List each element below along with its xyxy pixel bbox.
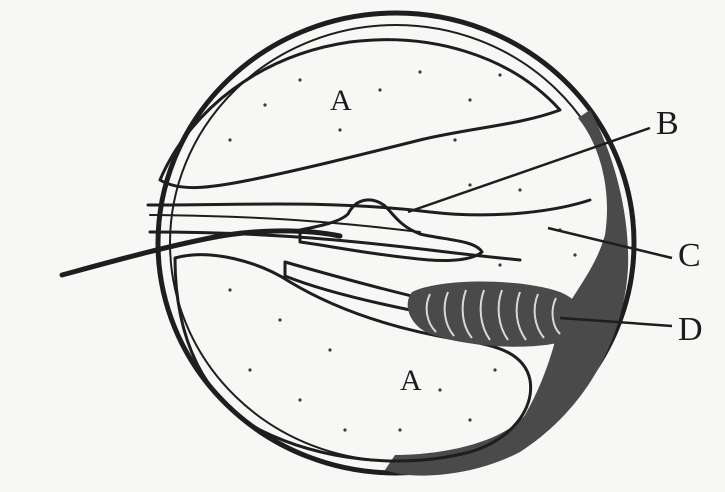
axis-upper-line — [148, 200, 590, 215]
embryo-axis — [148, 200, 590, 260]
scutellum-strip — [285, 262, 420, 312]
label-b: B — [656, 105, 679, 142]
label-a-upper: A — [330, 84, 352, 117]
label-d: D — [678, 311, 703, 348]
upper-cotyledon — [160, 40, 560, 188]
label-a-lower: A — [400, 364, 422, 397]
label-c: C — [678, 237, 701, 274]
ribbed-structure-body — [408, 282, 584, 347]
ribbed-structure-d — [408, 282, 584, 347]
